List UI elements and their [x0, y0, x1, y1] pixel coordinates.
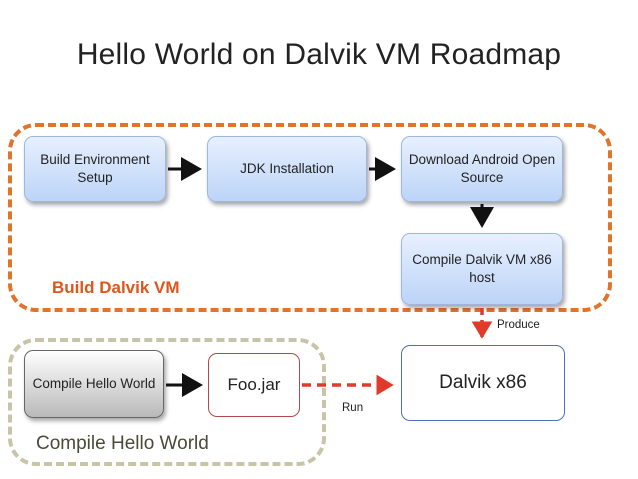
build-environment-setup-node: Build Environment Setup [24, 136, 166, 202]
build-dalvik-vm-region [8, 123, 612, 312]
build-region-label: Build Dalvik VM [52, 278, 180, 297]
page-title: Hello World on Dalvik VM Roadmap [76, 38, 562, 71]
produce-edge-label: Produce [497, 319, 540, 331]
compile-hello-world-region [8, 338, 326, 466]
dalvik-x86-node: Dalvik x86 [401, 345, 565, 421]
compile-region-label: Compile Hello World [36, 433, 209, 454]
compile-dalvik-vm-node: Compile Dalvik VM x86 host [401, 233, 563, 305]
compile-hello-world-node: Compile Hello World [24, 350, 164, 418]
jdk-installation-node: JDK Installation [207, 136, 367, 202]
download-android-open-source-node: Download Android Open Source [401, 136, 563, 202]
foo-jar-node: Foo.jar [208, 353, 300, 417]
run-edge-label: Run [342, 402, 364, 414]
